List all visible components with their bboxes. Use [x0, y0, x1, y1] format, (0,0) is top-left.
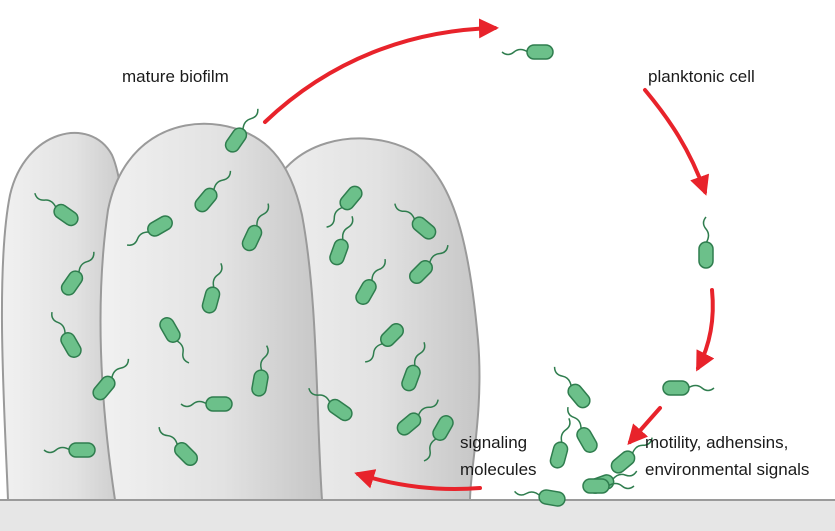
flagellum: [553, 365, 574, 388]
flagellum: [514, 489, 540, 498]
bacterium-cell: [502, 45, 553, 59]
cell-body: [699, 242, 713, 268]
flagellum: [704, 217, 709, 243]
flagellum: [241, 107, 260, 131]
cell-body: [565, 382, 592, 411]
flagellum: [688, 386, 714, 391]
cell-body: [549, 441, 569, 470]
label-motility-line1: motility, adhensins,: [645, 433, 788, 452]
label-planktonic-cell: planktonic cell: [648, 67, 755, 86]
bacterium-cell: [663, 381, 714, 395]
label-motility-line2: environmental signals: [645, 460, 809, 479]
cell-body: [574, 425, 599, 455]
bacterium-cell: [699, 217, 713, 268]
cell-body: [663, 381, 689, 395]
bacterium-cell: [549, 362, 593, 410]
flagellum: [502, 50, 528, 55]
substrate-surface: [0, 500, 835, 531]
arrow-planktonic-descend-1: [645, 90, 705, 192]
arrow-planktonic-descend-2: [698, 290, 713, 368]
label-signaling-line2: molecules: [460, 460, 537, 479]
cell-body: [206, 397, 232, 411]
bacterium-cell: [549, 416, 576, 469]
label-signaling-line1: signaling: [460, 433, 527, 452]
flagellum: [560, 418, 572, 444]
label-mature-biofilm: mature biofilm: [122, 67, 229, 86]
arrow-biofilm-to-planktonic: [265, 28, 495, 122]
cell-body: [527, 45, 553, 59]
cell-body: [69, 443, 95, 457]
cell-body: [583, 479, 609, 493]
